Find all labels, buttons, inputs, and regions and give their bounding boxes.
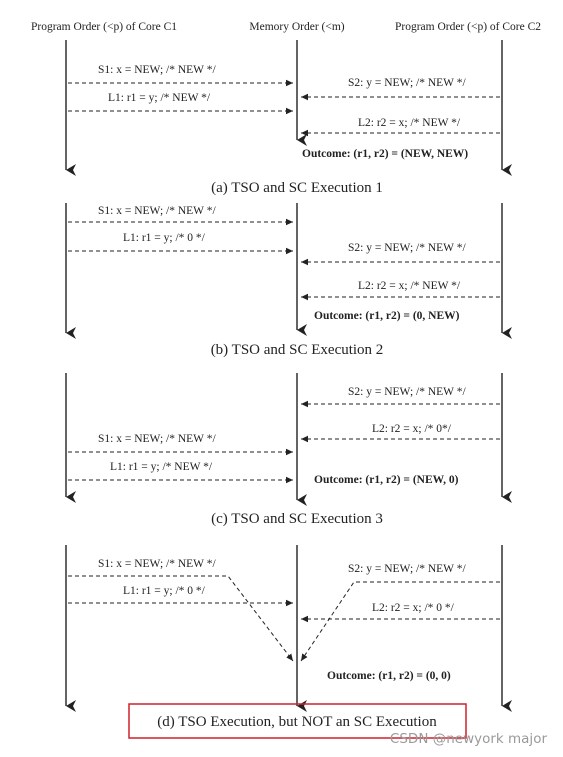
- outcome: Outcome: (r1, r2) = (NEW, 0): [314, 474, 459, 486]
- op-l2: L2: r2 = x; /* NEW */: [358, 280, 461, 292]
- outcome: Outcome: (r1, r2) = (0, 0): [327, 670, 451, 682]
- caption-highlight-box: [128, 703, 467, 739]
- outcome: Outcome: (r1, r2) = (NEW, NEW): [302, 148, 468, 160]
- op-l2: L2: r2 = x; /* NEW */: [358, 117, 461, 129]
- panel-caption: (a) TSO and SC Execution 1: [211, 180, 383, 196]
- outcome: Outcome: (r1, r2) = (0, NEW): [314, 310, 460, 322]
- op-s2: S2: y = NEW; /* NEW */: [348, 563, 466, 575]
- op-l1: L1: r1 = y; /* NEW */: [108, 92, 211, 104]
- header-core-c2: Program Order (<p) of Core C2: [395, 21, 541, 33]
- panel-caption: (d) TSO Execution, but NOT an SC Executi…: [157, 714, 437, 730]
- panel-b: S1: x = NEW; /* NEW */ L1: r1 = y; /* 0 …: [65, 203, 512, 358]
- op-s2: S2: y = NEW; /* NEW */: [348, 386, 466, 398]
- op-l2: L2: r2 = x; /* 0*/: [372, 423, 452, 435]
- op-l1: L1: r1 = y; /* NEW */: [110, 461, 213, 473]
- panel-c: S2: y = NEW; /* NEW */ L2: r2 = x; /* 0*…: [65, 373, 512, 527]
- op-s1: S1: x = NEW; /* NEW */: [98, 558, 216, 570]
- op-l1: L1: r1 = y; /* 0 */: [123, 232, 206, 244]
- arrow-s1-delayed: [68, 575, 294, 662]
- op-s1: S1: x = NEW; /* NEW */: [98, 433, 216, 445]
- op-s1: S1: x = NEW; /* NEW */: [98, 205, 216, 217]
- op-s2: S2: y = NEW; /* NEW */: [348, 77, 466, 89]
- panel-d: S1: x = NEW; /* NEW */ L1: r1 = y; /* 0 …: [65, 545, 512, 739]
- header-memory-order: Memory Order (<m): [249, 21, 344, 33]
- op-l2: L2: r2 = x; /* 0 */: [372, 602, 455, 614]
- header-core-c1: Program Order (<p) of Core C1: [31, 21, 177, 33]
- watermark: CSDN @newyork major: [390, 731, 548, 747]
- op-l1: L1: r1 = y; /* 0 */: [123, 585, 206, 597]
- panel-caption: (c) TSO and SC Execution 3: [211, 511, 383, 527]
- arrow-s2-delayed: [300, 581, 500, 662]
- op-s1: S1: x = NEW; /* NEW */: [98, 64, 216, 76]
- panel-a: S1: x = NEW; /* NEW */ L1: r1 = y; /* NE…: [65, 40, 512, 196]
- op-s2: S2: y = NEW; /* NEW */: [348, 242, 466, 254]
- panel-caption: (b) TSO and SC Execution 2: [211, 342, 384, 358]
